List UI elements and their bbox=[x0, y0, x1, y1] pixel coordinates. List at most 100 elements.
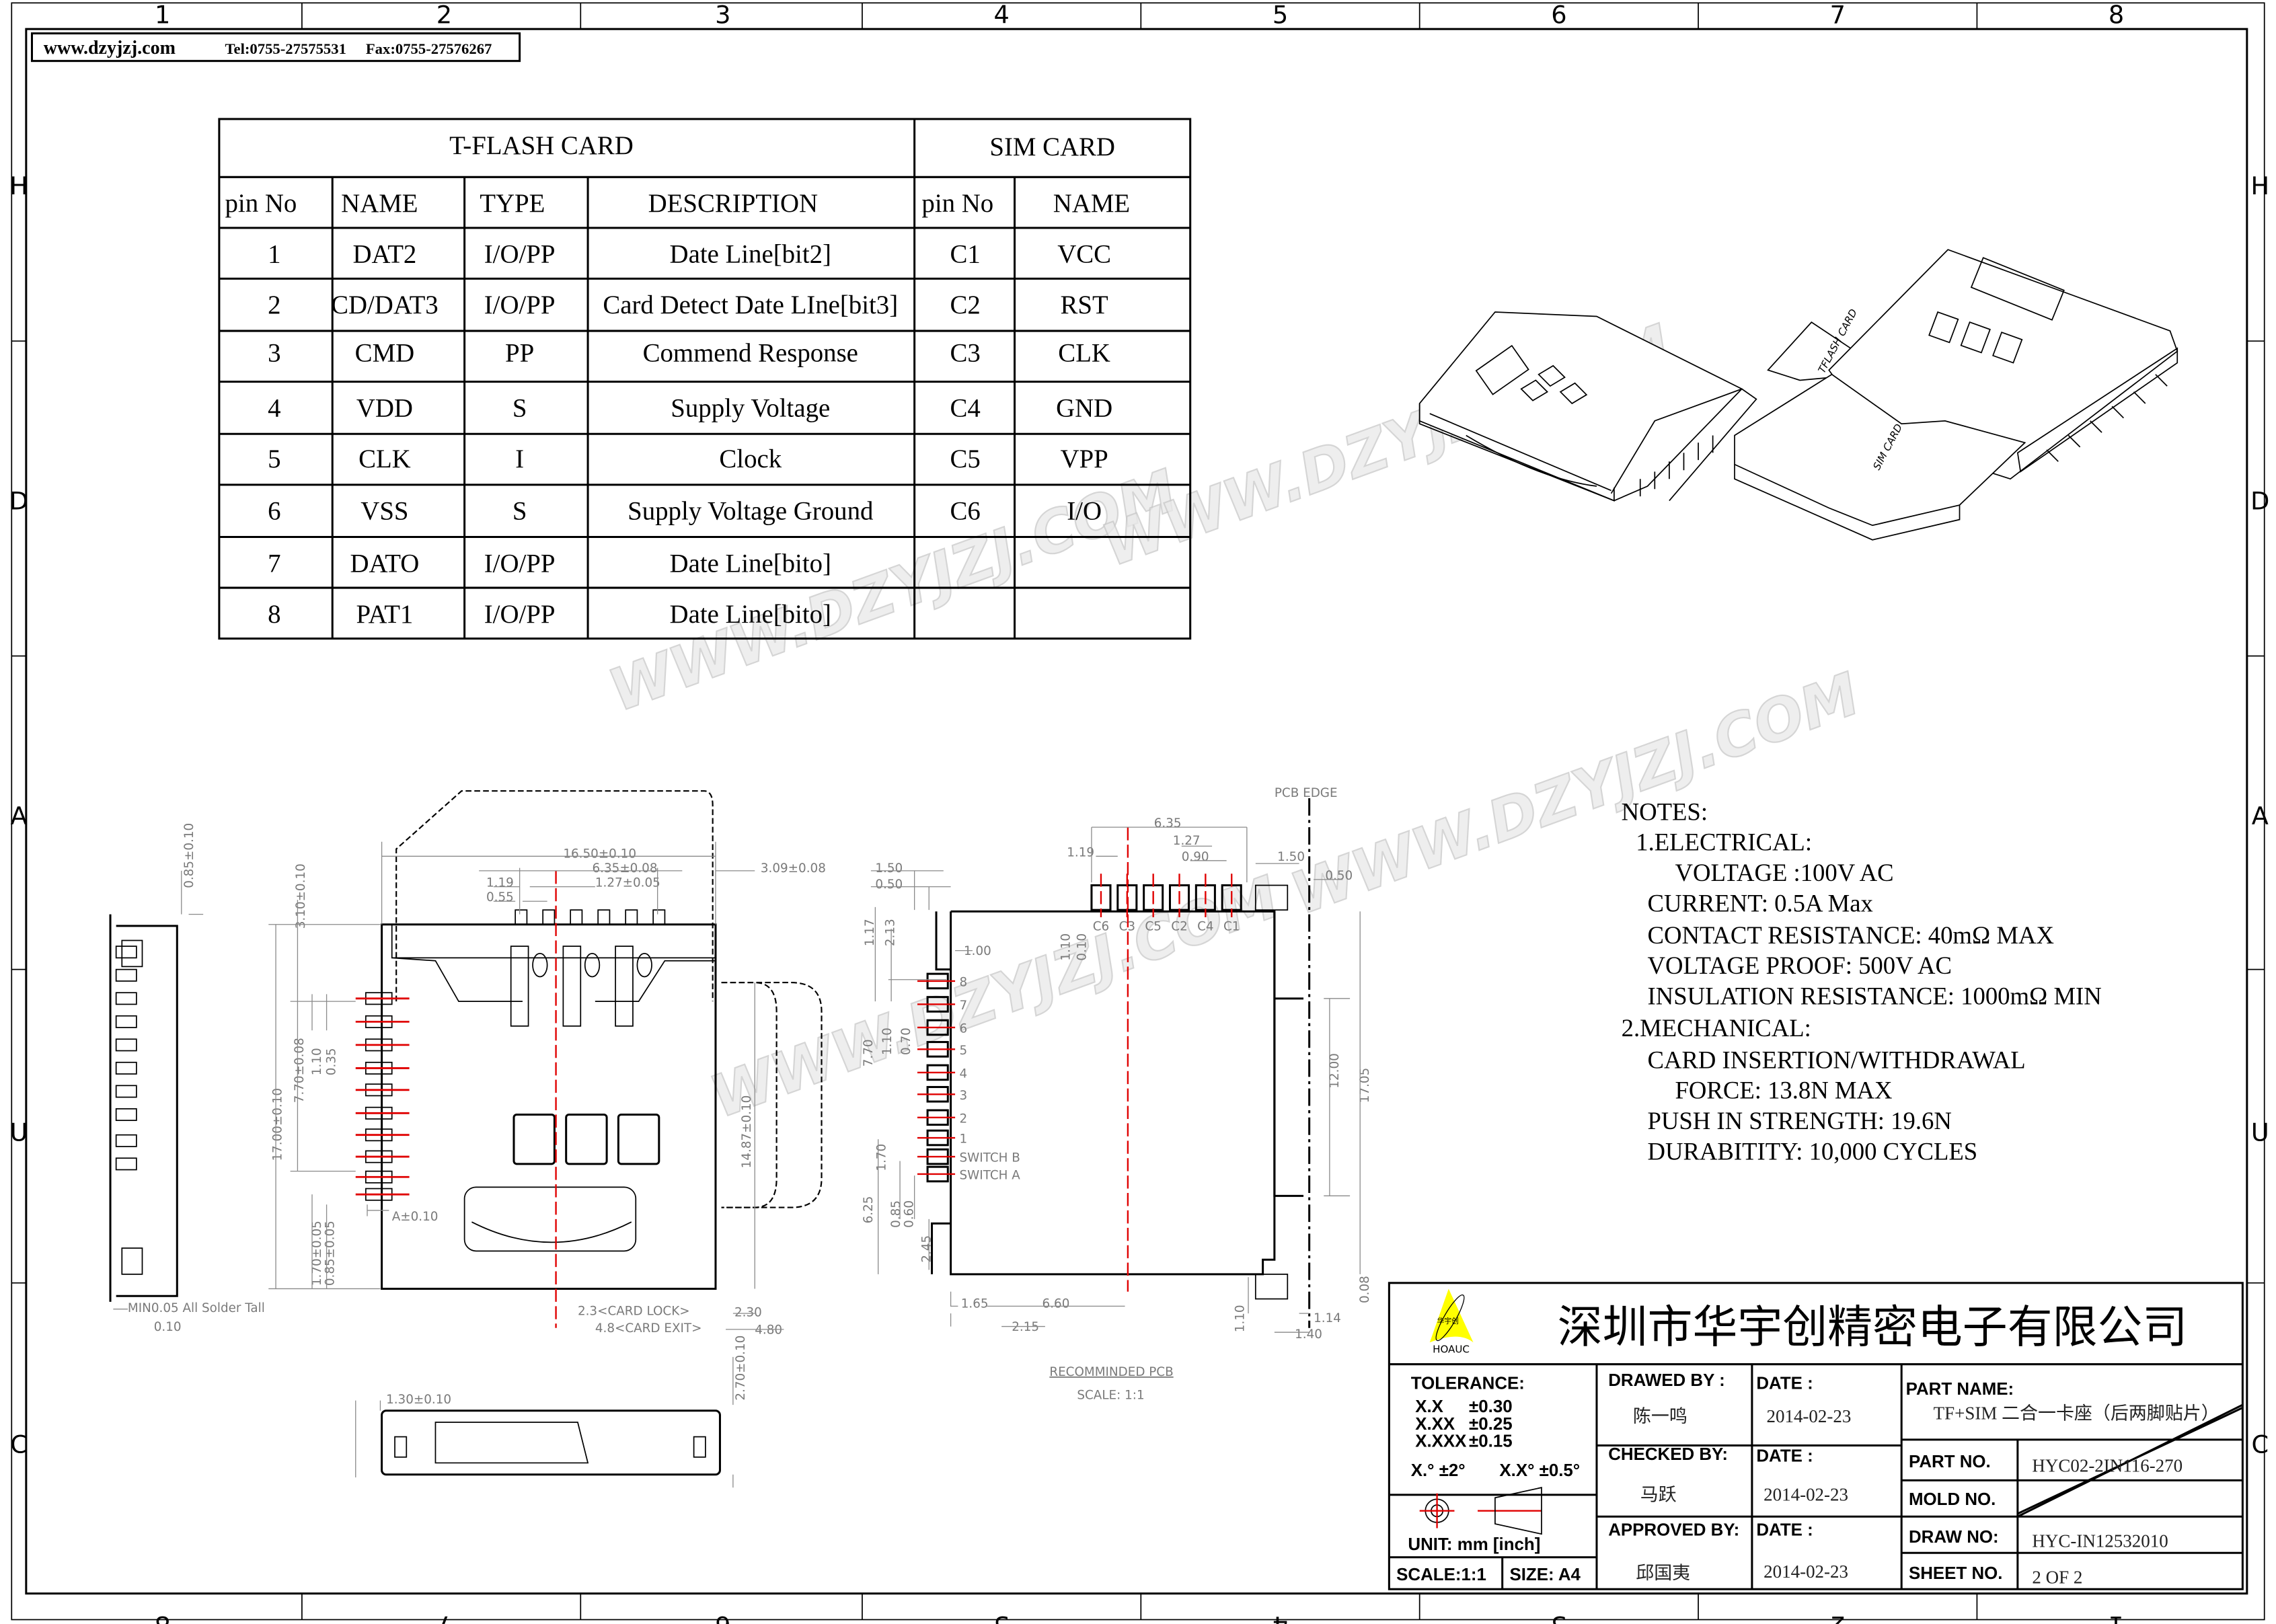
contact-header: www.dzyjzj.com Tel:0755-27575531 Fax:075… bbox=[30, 32, 521, 63]
dimension-label: 14.87±0.10 bbox=[740, 1095, 754, 1169]
tf-pad-label: 4 bbox=[960, 1067, 968, 1081]
tflash-cell: Clock bbox=[719, 444, 782, 473]
date-3: 2014-02-23 bbox=[1763, 1561, 1848, 1582]
date-2: 2014-02-23 bbox=[1763, 1485, 1848, 1505]
zone-column-bottom: 2 bbox=[1830, 1611, 1846, 1624]
dimension-label: 1.30±0.10 bbox=[386, 1393, 451, 1407]
tolerance-2-key: X.XX bbox=[1415, 1415, 1455, 1434]
dimension-label: 1.14 bbox=[1314, 1311, 1341, 1325]
drawing-frame: 1827364554637281HHDDAAUUCC bbox=[9, 1, 2269, 1624]
zone-row-left: H bbox=[9, 171, 28, 200]
tflash-cell: CMD bbox=[355, 338, 414, 367]
note-line: 1.ELECTRICAL: bbox=[1636, 828, 1812, 856]
dimension-label: 1.10 bbox=[310, 1048, 324, 1075]
sim-cell: GND bbox=[1056, 393, 1112, 422]
dimension-label: PCB EDGE bbox=[1275, 786, 1338, 800]
side-pin bbox=[115, 1085, 137, 1098]
tf-pad-label: 5 bbox=[960, 1044, 968, 1058]
dimension-label: 12.00 bbox=[1328, 1053, 1342, 1088]
tf-pad-label: 6 bbox=[960, 1022, 968, 1036]
dimension-label: 0.08 bbox=[1358, 1276, 1372, 1303]
sim-pad-label: C2 bbox=[1171, 919, 1187, 933]
dimension-label: 1.00 bbox=[964, 944, 991, 958]
note-line: CURRENT: 0.5A Max bbox=[1648, 889, 1873, 917]
tflash-cell: 3 bbox=[268, 338, 280, 367]
zone-row-right: H bbox=[2250, 171, 2269, 200]
zone-column-bottom: 5 bbox=[993, 1611, 1009, 1624]
website: www.dzyjzj.com bbox=[44, 38, 176, 59]
dimension-label: 2.30 bbox=[734, 1305, 762, 1319]
sim-cell: C1 bbox=[950, 240, 981, 269]
dimension-label: 6.35 bbox=[1154, 816, 1182, 830]
note-line: VOLTAGE :100V AC bbox=[1675, 859, 1894, 886]
tflash-column-header: NAME bbox=[341, 189, 418, 218]
dimension-label: 1.10 bbox=[880, 1028, 895, 1055]
tflash-cell: Card Detect Date LIne[bit3] bbox=[603, 291, 898, 319]
zone-column-bottom: 6 bbox=[715, 1611, 730, 1624]
note-line: CARD INSERTION/WITHDRAWAL bbox=[1648, 1046, 2026, 1073]
sim-spring-contact bbox=[510, 945, 529, 1027]
tflash-cell: PP bbox=[505, 338, 534, 367]
sim-contact-tab bbox=[570, 909, 583, 925]
tflash-cell: PAT1 bbox=[356, 600, 413, 629]
zone-row-right: D bbox=[2250, 487, 2269, 516]
date-label-1: DATE : bbox=[1756, 1374, 1813, 1393]
watermark-text: WWW.DZYJZJ.COM bbox=[702, 863, 1287, 1131]
dimension-lines bbox=[113, 826, 1361, 1333]
sim-pad-label: C4 bbox=[1197, 919, 1213, 933]
dimension-label: 1.50 bbox=[1277, 850, 1305, 864]
side-pin bbox=[115, 1038, 137, 1052]
mold-no-label: MOLD NO. bbox=[1909, 1490, 1996, 1509]
tflash-cell: Supply Voltage Ground bbox=[628, 497, 873, 526]
date-label-3: DATE : bbox=[1756, 1520, 1813, 1539]
paper-size: SIZE: A4 bbox=[1509, 1565, 1581, 1584]
tflash-cell: 1 bbox=[268, 240, 280, 269]
tflash-cell: Supply Voltage bbox=[671, 393, 830, 422]
company-name: 深圳市华宇创精密电子有限公司 bbox=[1558, 1301, 2187, 1353]
zone-column-bottom: 7 bbox=[437, 1611, 452, 1624]
tflash-cell: VSS bbox=[361, 497, 408, 526]
sim-contact-tab bbox=[652, 909, 666, 925]
tflash-table-title: T-FLASH CARD bbox=[449, 131, 634, 160]
dimension-label: 6.25 bbox=[862, 1196, 876, 1224]
sim-cell: I/O bbox=[1067, 497, 1102, 526]
zone-column-top: 1 bbox=[155, 1, 170, 30]
tflash-cell: 6 bbox=[268, 497, 280, 526]
tflash-cell: S bbox=[513, 497, 527, 526]
tflash-cell: 7 bbox=[268, 549, 280, 578]
angle-tolerance-2: X.X° ±0.5° bbox=[1499, 1461, 1580, 1480]
contact-hole bbox=[532, 953, 548, 978]
drawed-by: 陈一鸣 bbox=[1633, 1406, 1687, 1426]
sim-column-header: NAME bbox=[1053, 189, 1130, 218]
checked-by: 马跃 bbox=[1640, 1485, 1677, 1505]
company-logo: 华宇创 HOAUC bbox=[1429, 1288, 1474, 1355]
tflash-cell: I bbox=[515, 444, 524, 473]
sim-cell: C2 bbox=[950, 291, 981, 319]
part-name: TF+SIM 二合一卡座（后两脚贴片） bbox=[1934, 1403, 2220, 1424]
sim-pad-label: C3 bbox=[1119, 919, 1135, 933]
notes-block: NOTES: 1.ELECTRICAL: VOLTAGE :100V AC CURR… bbox=[1622, 798, 2102, 1165]
dimension-label: 1.10 bbox=[1059, 933, 1073, 961]
side-pin bbox=[115, 1015, 137, 1028]
dimension-label: 6.35±0.08 bbox=[593, 861, 658, 876]
dimension-label: 4.8<CARD EXIT> bbox=[595, 1321, 702, 1336]
tflash-cell: 8 bbox=[268, 600, 280, 629]
sim-column-header: pin No bbox=[921, 189, 993, 218]
tolerance-3-key: X.XXX bbox=[1415, 1432, 1467, 1451]
pcb-keepout bbox=[1254, 884, 1289, 911]
notes-title: NOTES: bbox=[1622, 798, 1708, 825]
note-line: CONTACT RESISTANCE: 40mΩ MAX bbox=[1648, 921, 2054, 949]
sim-cell: C6 bbox=[950, 497, 981, 526]
dimension-label: 0.90 bbox=[1182, 850, 1209, 864]
sim-contact-tab bbox=[515, 909, 528, 925]
tflash-cell: CLK bbox=[358, 444, 411, 473]
border-zone-markers: 1827364554637281HHDDAAUUCC bbox=[9, 1, 2269, 1624]
dimension-label: 2.3<CARD LOCK> bbox=[578, 1304, 690, 1318]
tflash-cell: I/O/PP bbox=[484, 240, 556, 269]
zone-column-top: 6 bbox=[1551, 1, 1566, 30]
tflash-cell: Date Line[bito] bbox=[670, 549, 831, 578]
dimension-label: 0.85±0.05 bbox=[323, 1221, 337, 1286]
dimension-label: 1.50 bbox=[875, 861, 903, 876]
dimension-label: 4.80 bbox=[755, 1323, 782, 1337]
